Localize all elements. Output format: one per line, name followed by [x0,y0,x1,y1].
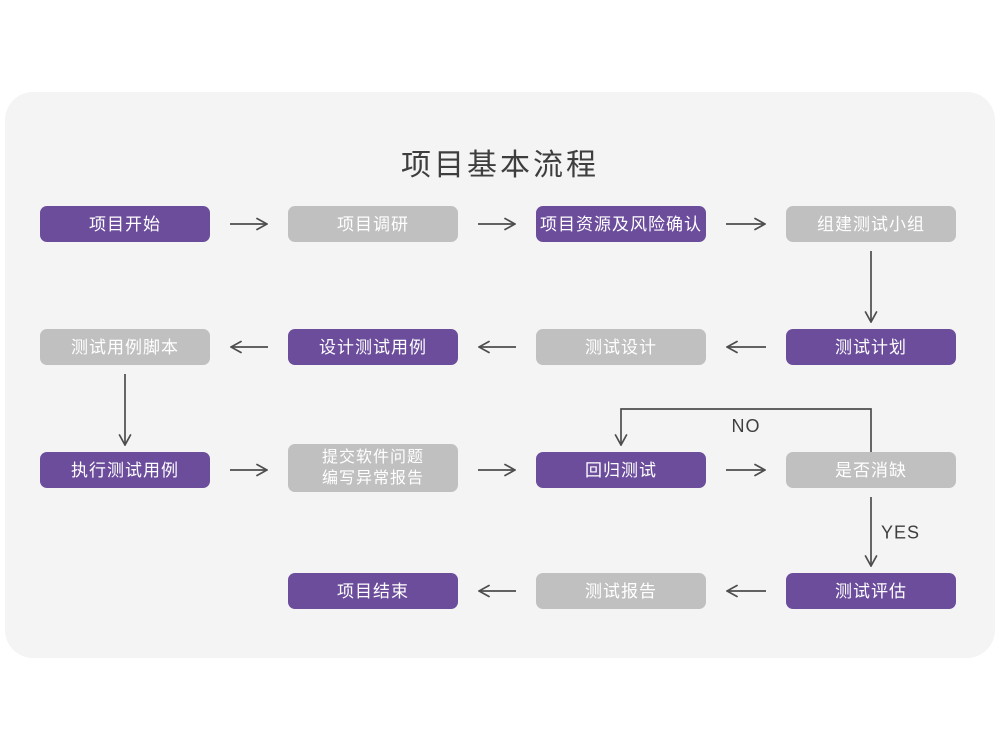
node-label: 执行测试用例 [71,460,179,480]
node-label: 提交软件问题 [321,449,424,466]
node-label: 组建测试小组 [817,214,925,234]
node-label: 编写异常报告 [321,470,424,487]
node-label: 回归测试 [585,460,657,480]
node-test-report: 测试报告 [536,573,706,609]
node-label: 测试报告 [585,581,657,601]
diagram-title: 项目基本流程 [401,149,599,182]
node-label: 测试评估 [835,581,907,601]
node-project-research: 项目调研 [288,206,458,242]
node-defect-check: 是否消缺 [786,452,956,488]
node-regression-test: 回归测试 [536,452,706,488]
node-label: 设计测试用例 [319,337,427,357]
node-label: 项目开始 [89,214,161,234]
node-label: 测试用例脚本 [71,337,179,357]
node-label: 项目调研 [337,214,409,234]
node-label: 项目结束 [337,581,409,601]
node-label: 测试计划 [835,337,907,357]
node-label: 项目资源及风险确认 [540,214,702,234]
node-test-case-script: 测试用例脚本 [40,329,210,365]
diagram-panel [5,92,995,658]
node-project-start: 项目开始 [40,206,210,242]
node-test-design: 测试设计 [536,329,706,365]
node-resource-risk-confirm: 项目资源及风险确认 [536,206,706,242]
node-project-end: 项目结束 [288,573,458,609]
node-build-test-team: 组建测试小组 [786,206,956,242]
node-label: 是否消缺 [835,460,907,480]
node-submit-issue-report: 提交软件问题编写异常报告 [288,444,458,492]
node-execute-test-case: 执行测试用例 [40,452,210,488]
node-test-evaluate: 测试评估 [786,573,956,609]
node-test-plan: 测试计划 [786,329,956,365]
node-design-test-case: 设计测试用例 [288,329,458,365]
node-label: 测试设计 [585,337,657,357]
